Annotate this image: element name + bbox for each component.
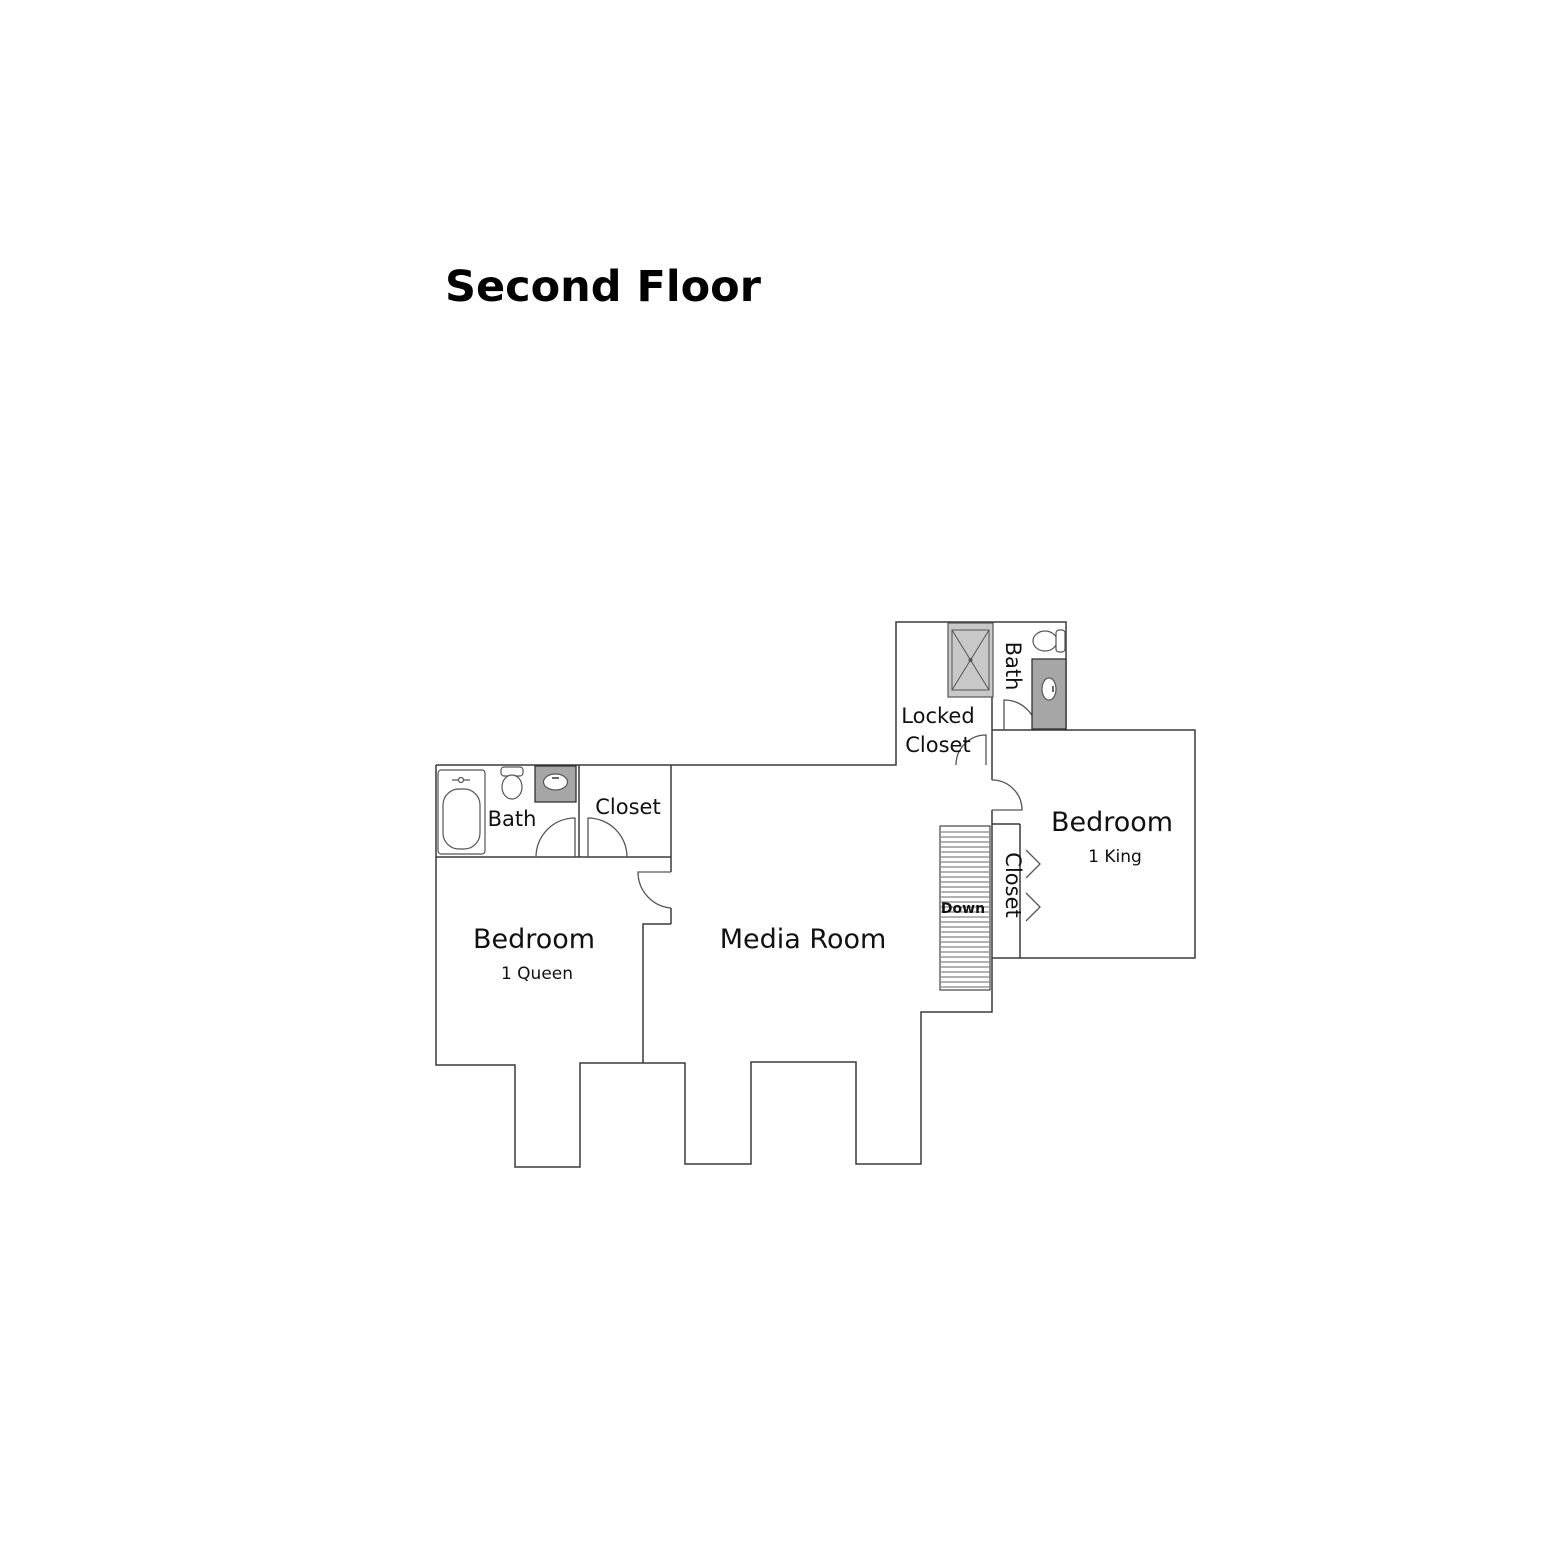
door-locked-closet bbox=[955, 734, 987, 766]
sink-basin-icon bbox=[542, 773, 569, 791]
bedroom-media-wall bbox=[642, 923, 671, 1063]
stairs-label: Down bbox=[941, 901, 985, 917]
toilet-tank-icon bbox=[1055, 629, 1066, 653]
door-bath-left bbox=[535, 817, 576, 858]
toilet-bowl-icon bbox=[1032, 630, 1058, 652]
room-label-locked-closet-2: Closet bbox=[905, 733, 970, 757]
shower-tray-icon bbox=[951, 629, 990, 691]
door-closet-left bbox=[587, 817, 628, 858]
sink-basin-icon bbox=[1041, 677, 1057, 701]
bath-fixtures-left bbox=[437, 765, 577, 855]
walls bbox=[435, 621, 1196, 1168]
room-label-bedroom-right: Bedroom bbox=[1051, 807, 1173, 838]
floor-title: Second Floor bbox=[445, 262, 761, 312]
bed-size-label-left: 1 Queen bbox=[501, 964, 573, 984]
outer-wall-south bbox=[435, 765, 993, 1168]
stair-treads bbox=[941, 831, 989, 988]
bath-fixtures-right bbox=[947, 622, 1067, 730]
bathtub-basin-icon bbox=[442, 788, 481, 850]
room-label-bath-right: Bath bbox=[1001, 642, 1025, 691]
room-labels: Bath Closet Bedroom 1 Queen Media Room L… bbox=[473, 642, 1173, 984]
room-label-closet-left: Closet bbox=[595, 795, 660, 819]
door-bedroom-left bbox=[637, 871, 672, 909]
staircase bbox=[939, 825, 991, 991]
closet-bifold-door bbox=[1025, 849, 1041, 879]
shower-drain-icon bbox=[968, 658, 973, 662]
room-label-locked-closet-1: Locked bbox=[901, 704, 974, 728]
door-bedroom-right bbox=[991, 779, 1023, 811]
stairs-outline bbox=[939, 825, 991, 991]
room-label-media-room: Media Room bbox=[720, 924, 887, 955]
bed-size-label-right: 1 King bbox=[1088, 847, 1142, 867]
faucet-icon bbox=[457, 776, 465, 784]
doors bbox=[535, 699, 1041, 922]
toilet-bowl-icon bbox=[501, 774, 523, 800]
closet-bifold-door bbox=[1025, 892, 1041, 922]
room-label-bath-left: Bath bbox=[488, 807, 537, 831]
room-label-closet-right: Closet bbox=[1001, 852, 1025, 917]
room-label-bedroom-left: Bedroom bbox=[473, 924, 595, 955]
